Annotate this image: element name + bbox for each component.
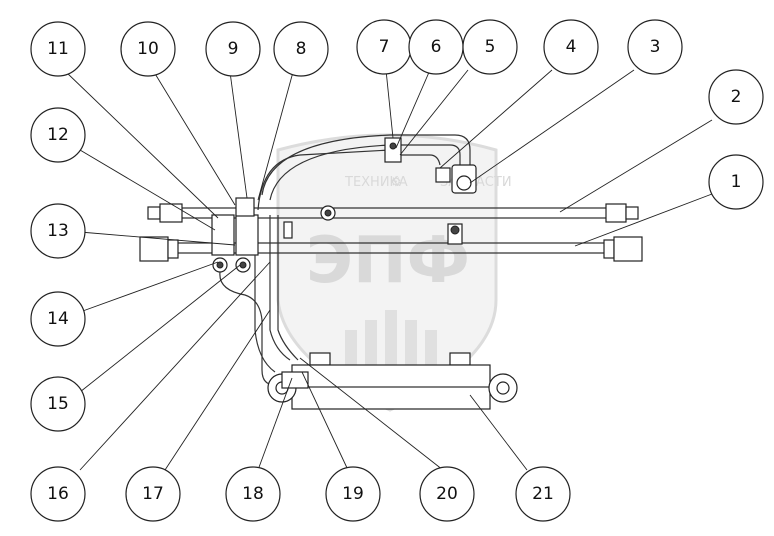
callout-label: 14 xyxy=(47,309,69,329)
long-tube-lower xyxy=(139,236,643,262)
callout-16: 16 xyxy=(30,466,86,522)
leader-lines xyxy=(65,69,713,471)
callout-21: 21 xyxy=(515,466,571,522)
callout-label: 6 xyxy=(431,37,442,57)
callout-3: 3 xyxy=(627,19,683,75)
adapter-4 xyxy=(435,167,451,183)
callout-label: 4 xyxy=(566,37,577,57)
callout-label: 16 xyxy=(47,484,69,504)
callout-label: 15 xyxy=(47,394,69,414)
callout-12: 12 xyxy=(30,107,86,163)
callout-label: 19 xyxy=(342,484,364,504)
elbow-fitting-3 xyxy=(451,164,477,194)
callout-11: 11 xyxy=(30,21,86,77)
adapter-upper-mid xyxy=(320,205,336,221)
callout-9: 9 xyxy=(205,21,261,77)
callout-2: 2 xyxy=(708,69,764,125)
callout-label: 21 xyxy=(532,484,554,504)
callout-5: 5 xyxy=(462,19,518,75)
callout-19: 19 xyxy=(325,466,381,522)
callout-label: 17 xyxy=(142,484,164,504)
hydraulic-cylinder-21 xyxy=(267,352,518,410)
callout-label: 1 xyxy=(731,172,742,192)
upper-hose-loop xyxy=(257,134,471,211)
callout-8: 8 xyxy=(273,21,329,77)
callout-14: 14 xyxy=(30,291,86,347)
callout-label: 18 xyxy=(242,484,264,504)
watermark-gear-icon: ⚙ xyxy=(390,175,402,190)
adapter-lower-mid xyxy=(447,223,463,245)
callout-label: 5 xyxy=(485,37,496,57)
callout-label: 20 xyxy=(436,484,458,504)
watermark-logo: ЭПФ xyxy=(306,224,470,298)
callout-label: 9 xyxy=(228,39,239,59)
callout-label: 2 xyxy=(731,87,742,107)
callout-label: 12 xyxy=(47,125,69,145)
callout-4: 4 xyxy=(543,19,599,75)
callout-1: 1 xyxy=(708,154,764,210)
callout-13: 13 xyxy=(30,203,86,259)
callout-label: 13 xyxy=(47,221,69,241)
watermark-top-left: ТЕХНИКА xyxy=(344,175,408,190)
watermark-wheat-icon xyxy=(345,310,437,370)
callout-20: 20 xyxy=(419,466,475,522)
callout-7: 7 xyxy=(356,19,412,75)
callout-label: 3 xyxy=(650,37,661,57)
down-hoses xyxy=(219,215,299,386)
callout-label: 11 xyxy=(47,39,69,59)
callout-18: 18 xyxy=(225,466,281,522)
callout-label: 10 xyxy=(137,39,159,59)
callout-10: 10 xyxy=(120,21,176,77)
long-tube-upper xyxy=(147,203,639,223)
callouts: 11 10 9 8 7 6 5 4 xyxy=(30,19,764,522)
callout-17: 17 xyxy=(125,466,181,522)
callout-label: 7 xyxy=(379,37,390,57)
callout-label: 8 xyxy=(296,39,307,59)
valve-cluster xyxy=(211,197,293,273)
callout-6: 6 xyxy=(408,19,464,75)
callout-15: 15 xyxy=(30,376,86,432)
